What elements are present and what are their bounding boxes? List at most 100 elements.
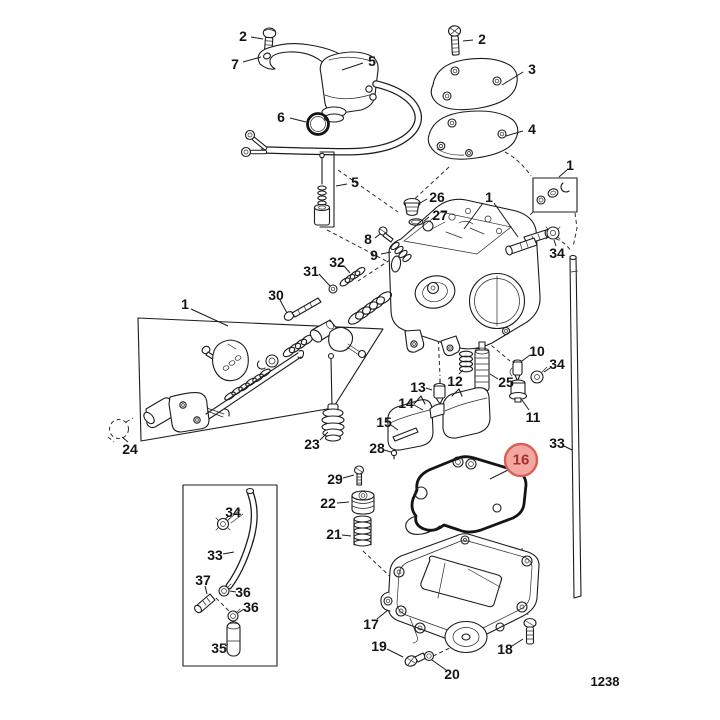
callout-19-label: 19	[371, 638, 387, 654]
callout-34-label: 34	[549, 356, 565, 372]
callout-3-label: 3	[528, 61, 536, 77]
callout-36-leader	[229, 590, 237, 593]
callout-22-label: 22	[320, 495, 336, 511]
callout-37-label: 37	[195, 572, 211, 588]
callout-3-leader	[501, 71, 524, 86]
callout-13-leader	[425, 387, 433, 391]
inlet-fitting-drawing	[505, 237, 538, 256]
callout-34-leader	[224, 515, 230, 520]
callout-20-label: 20	[444, 666, 460, 682]
highlight-label: 16	[513, 452, 530, 469]
callout-6-leader	[289, 117, 307, 123]
callout-31-label: 31	[303, 263, 319, 279]
callout-1-leader	[463, 202, 484, 230]
callout-21-leader	[341, 534, 352, 537]
rod-33-drawing	[569, 254, 582, 599]
callout-35-leader	[224, 643, 229, 647]
callout-28-label: 28	[369, 440, 385, 456]
needle-jet-13-drawing	[433, 378, 446, 405]
callout-5-leader	[335, 183, 348, 187]
callout-12-label: 12	[447, 373, 463, 389]
mixing-parts	[351, 465, 375, 547]
callout-9-leader	[380, 251, 392, 255]
throttle-lever-drawing	[143, 391, 230, 433]
callout-24-label: 24	[122, 441, 138, 457]
bowl-gasket-16-drawing	[405, 455, 528, 535]
callout-34-label: 34	[225, 504, 241, 520]
callout-30-leader	[279, 299, 288, 314]
float-bowl-17-drawing	[380, 533, 540, 654]
callout-36-label: 36	[243, 599, 259, 615]
callout-4-leader	[505, 130, 524, 137]
main-jet-tube-25-drawing	[474, 341, 490, 395]
callout-36-label: 36	[235, 584, 251, 600]
right-side-assembly	[505, 177, 582, 599]
spring-21-drawing	[353, 515, 372, 547]
screw-28-drawing	[390, 449, 398, 460]
callout-2-label: 2	[478, 31, 486, 47]
callout-1-leader	[558, 169, 568, 178]
fitting-37-drawing	[194, 593, 216, 614]
washer-kit-box-1	[532, 177, 578, 213]
callout-6-label: 6	[277, 109, 285, 125]
callout-13-label: 13	[410, 379, 426, 395]
float-valve-10-drawing	[509, 359, 523, 382]
callout-2-leader	[250, 36, 264, 40]
clip-34-center-drawing	[530, 366, 548, 384]
callout-19-leader	[386, 648, 404, 658]
callout-8-label: 8	[364, 231, 372, 247]
callout-33-label: 33	[549, 435, 565, 451]
float-pin-15-drawing	[392, 427, 419, 442]
callout-31-leader	[318, 273, 331, 287]
callout-5-label: 5	[351, 174, 359, 190]
callout-14-label: 14	[398, 395, 414, 411]
valve-body-5-drawing	[319, 51, 379, 123]
cap-22-drawing	[351, 490, 375, 515]
callout-22-leader	[336, 501, 350, 504]
return-spring-drawing	[348, 291, 392, 325]
callout-34-leader	[553, 239, 557, 247]
spring-9-drawing	[390, 241, 412, 263]
callout-32-label: 32	[329, 254, 345, 270]
gasket-27-drawing	[408, 218, 424, 226]
ghost-part-24-drawing	[107, 417, 134, 443]
highlight-circle	[503, 442, 539, 478]
top-left-assembly	[240, 27, 422, 228]
callout-1-label: 1	[485, 189, 493, 205]
cam-plate-drawing	[211, 339, 249, 382]
callout-33-leader	[222, 551, 235, 555]
cover-plate-3-drawing	[430, 57, 518, 111]
callout-33-leader	[563, 445, 573, 451]
fuel-line-box	[182, 484, 278, 667]
callout-10-label: 10	[529, 343, 545, 359]
float-chamber-parts	[387, 341, 548, 460]
body-small-parts	[378, 197, 424, 263]
callout-27-label: 27	[432, 207, 448, 223]
carburetor-body-drawing	[388, 198, 552, 357]
plug-26-drawing	[403, 197, 421, 217]
callout-5-leader	[341, 62, 364, 71]
callout-29-leader	[342, 474, 355, 479]
callout-7-label: 7	[231, 56, 239, 72]
callout-26-leader	[419, 198, 428, 204]
cover-gasket-4-drawing	[427, 110, 519, 160]
callout-9-label: 9	[370, 247, 378, 263]
callout-11-leader	[521, 399, 530, 411]
washer-20-drawing	[423, 650, 435, 662]
callout-10-leader	[521, 354, 531, 362]
filter-35-drawing	[226, 621, 241, 657]
clamp-36a-drawing	[218, 583, 232, 597]
callout-15-leader	[390, 424, 399, 431]
callout-28-leader	[383, 449, 392, 453]
o-ring-6-drawing	[306, 112, 330, 136]
o-ring-31-drawing	[328, 284, 338, 294]
callout-1-leader	[493, 202, 519, 238]
callout-14-leader	[413, 404, 424, 411]
needle-plunger-5-drawing	[313, 151, 335, 228]
callout-1-leader	[190, 308, 229, 327]
throttle-linkage-box	[107, 266, 392, 443]
screw-29-drawing	[353, 465, 365, 486]
figure-number: 1238	[591, 674, 620, 689]
callout-12-leader	[458, 369, 464, 375]
